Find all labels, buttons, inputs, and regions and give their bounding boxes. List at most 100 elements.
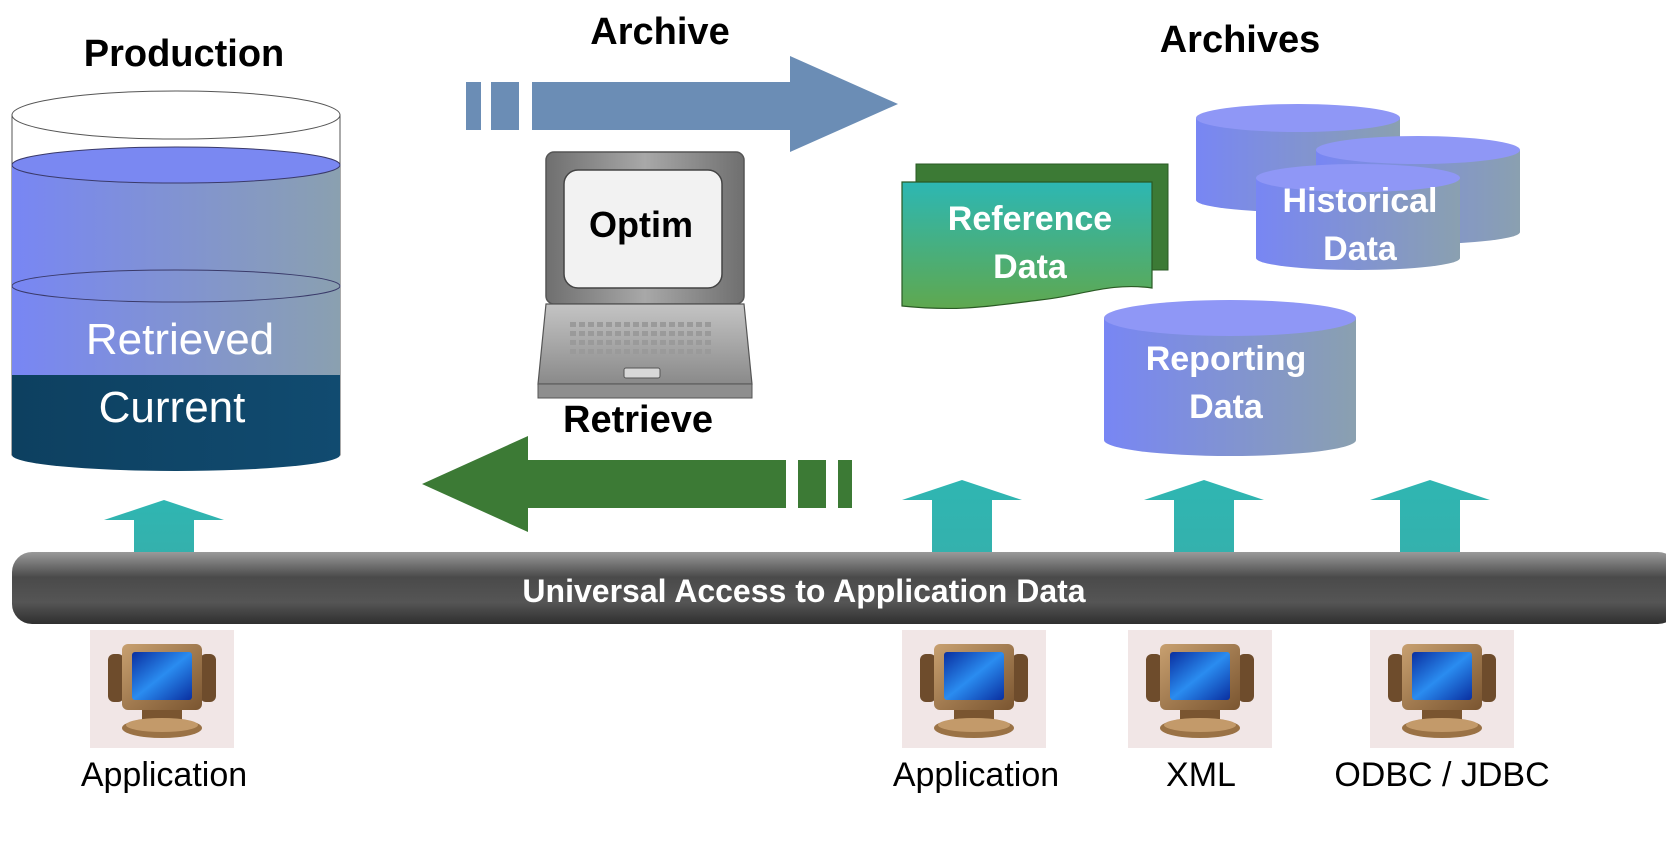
- keyboard-key: [678, 322, 684, 327]
- keyboard-key: [642, 331, 648, 336]
- keyboard-key: [579, 331, 585, 336]
- keyboard-key: [669, 349, 675, 354]
- keyboard-key: [660, 349, 666, 354]
- access-arrow-reporting: [1144, 480, 1264, 566]
- optim-label: Optim: [589, 204, 693, 245]
- keyboard-key: [696, 340, 702, 345]
- keyboard-key: [597, 322, 603, 327]
- keyboard-key: [687, 322, 693, 327]
- current-label: Current: [99, 383, 246, 432]
- keyboard-key: [579, 349, 585, 354]
- archive-label: Archive: [590, 11, 729, 53]
- access-arrow-historical: [1370, 480, 1490, 566]
- reference-data-document: [901, 163, 1169, 310]
- keyboard-key: [669, 331, 675, 336]
- keyboard-key: [615, 349, 621, 354]
- keyboard-key: [588, 349, 594, 354]
- keyboard-key: [705, 349, 711, 354]
- keyboard-key: [687, 349, 693, 354]
- keyboard-key: [669, 340, 675, 345]
- keyboard-key: [705, 340, 711, 345]
- keyboard-key: [597, 331, 603, 336]
- client-label-1: Application: [81, 756, 247, 794]
- client-computer-icon-4: [1370, 630, 1514, 748]
- keyboard-key: [633, 349, 639, 354]
- historical-data-line2: Data: [1323, 230, 1398, 268]
- production-title: Production: [84, 33, 285, 75]
- client-computer-icon-3: [1128, 630, 1272, 748]
- keyboard-key: [597, 340, 603, 345]
- keyboard-key: [660, 340, 666, 345]
- production-database: [11, 90, 341, 471]
- historical-data-database: [1196, 104, 1520, 270]
- keyboard-key: [570, 340, 576, 345]
- retrieve-label: Retrieve: [563, 399, 713, 441]
- client-label-4: ODBC / JDBC: [1334, 756, 1549, 794]
- keyboard-key: [642, 349, 648, 354]
- reporting-data-line1: Reporting: [1146, 340, 1307, 378]
- retrieve-arrow: [422, 436, 852, 532]
- keyboard-key: [606, 349, 612, 354]
- keyboard-key: [642, 340, 648, 345]
- keyboard-key: [597, 349, 603, 354]
- archive-arrow: [466, 56, 898, 152]
- keyboard-key: [615, 340, 621, 345]
- reporting-data-database: [1104, 300, 1356, 456]
- keyboard-key: [696, 331, 702, 336]
- historical-data-line1: Historical: [1283, 182, 1438, 220]
- keyboard-key: [624, 349, 630, 354]
- keyboard-key: [624, 331, 630, 336]
- keyboard-key: [687, 340, 693, 345]
- keyboard-key: [588, 331, 594, 336]
- keyboard-key: [633, 322, 639, 327]
- access-arrow-production: [104, 500, 224, 556]
- optim-laptop-icon: [537, 151, 753, 399]
- keyboard-key: [615, 331, 621, 336]
- keyboard-key: [606, 340, 612, 345]
- keyboard-key: [669, 322, 675, 327]
- client-label-2: Application: [893, 756, 1059, 794]
- keyboard-key: [606, 331, 612, 336]
- keyboard-key: [624, 340, 630, 345]
- bus-label: Universal Access to Application Data: [522, 573, 1085, 609]
- keyboard-key: [660, 331, 666, 336]
- keyboard-key: [588, 340, 594, 345]
- retrieved-label: Retrieved: [86, 315, 274, 364]
- reference-data-line2: Data: [993, 248, 1068, 286]
- keyboard-key: [642, 322, 648, 327]
- keyboard-key: [678, 349, 684, 354]
- keyboard-key: [705, 331, 711, 336]
- keyboard-key: [660, 322, 666, 327]
- keyboard-key: [651, 340, 657, 345]
- keyboard-key: [687, 331, 693, 336]
- keyboard-key: [633, 331, 639, 336]
- keyboard-key: [651, 322, 657, 327]
- universal-access-bus: [12, 552, 1666, 624]
- keyboard-key: [579, 340, 585, 345]
- keyboard-key: [705, 322, 711, 327]
- reference-data-line1: Reference: [948, 200, 1112, 238]
- keyboard-key: [678, 331, 684, 336]
- keyboard-key: [651, 349, 657, 354]
- archives-title: Archives: [1160, 19, 1321, 61]
- keyboard-key: [579, 322, 585, 327]
- keyboard-key: [696, 322, 702, 327]
- keyboard-key: [678, 340, 684, 345]
- access-arrow-reference: [902, 480, 1022, 566]
- keyboard-key: [651, 331, 657, 336]
- client-computer-icon-1: [90, 630, 234, 748]
- keyboard-key: [624, 322, 630, 327]
- keyboard-key: [606, 322, 612, 327]
- keyboard-key: [588, 322, 594, 327]
- keyboard-key: [570, 349, 576, 354]
- keyboard-key: [570, 331, 576, 336]
- client-label-3: XML: [1166, 756, 1236, 794]
- keyboard-key: [696, 349, 702, 354]
- keyboard-key: [615, 322, 621, 327]
- keyboard-key: [570, 322, 576, 327]
- client-computer-icon-2: [902, 630, 1046, 748]
- laptop-keyboard: [570, 322, 711, 354]
- keyboard-key: [633, 340, 639, 345]
- reporting-data-line2: Data: [1189, 388, 1264, 426]
